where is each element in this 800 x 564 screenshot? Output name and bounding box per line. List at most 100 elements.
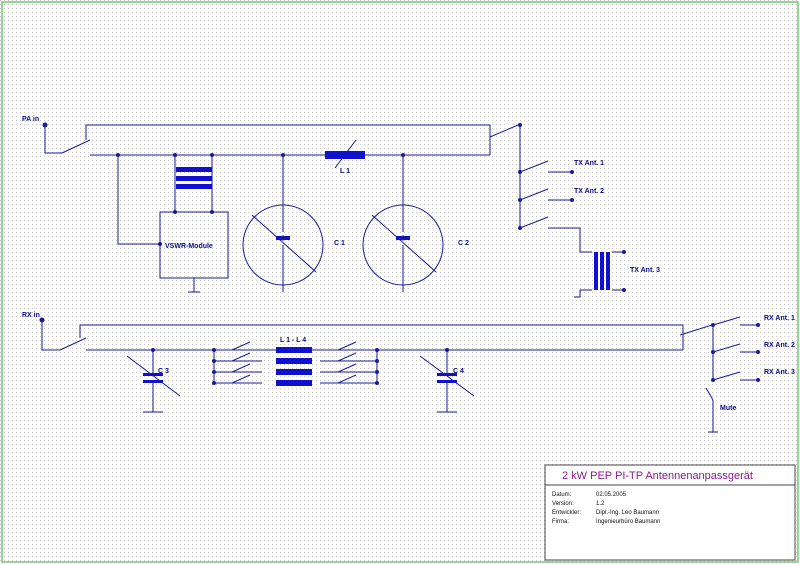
rx-ant-2-terminal — [756, 350, 760, 354]
developer-value: Dipl.-Ing. Leo Baumann — [596, 510, 659, 516]
node — [518, 226, 522, 230]
balun-ground-wire — [574, 289, 592, 298]
l-bank-contact — [231, 341, 251, 351]
node — [281, 153, 285, 157]
rx-switch-input — [59, 337, 87, 351]
rx-ant-3-switch — [712, 371, 741, 381]
c2-arrow — [371, 214, 437, 273]
company-value: Ingenieurbüro Baumann — [596, 519, 660, 525]
tx-ant-3-terminal — [622, 250, 626, 254]
tx-section — [42, 122, 624, 298]
l-bank-contact — [231, 352, 251, 362]
node — [375, 348, 379, 352]
node — [375, 381, 379, 385]
c3-plate-bottom — [143, 380, 163, 383]
c2-label: C 2 — [458, 240, 469, 247]
node — [401, 153, 405, 157]
l-bank-inductor-3 — [276, 369, 312, 375]
rx-ant-1-switch — [712, 316, 741, 326]
version-value: 1.2 — [596, 501, 605, 507]
node — [151, 348, 155, 352]
rx-ant-2-switch — [712, 343, 741, 353]
l-bank-contact — [337, 341, 357, 351]
l-bank-contact — [231, 363, 251, 373]
pa-in-wire — [44, 125, 62, 154]
vswr-coupler-bar-2 — [176, 176, 212, 181]
c1-label: C 1 — [334, 240, 345, 247]
rx-in-label: RX in — [22, 312, 40, 319]
title-block-frame — [544, 464, 796, 561]
mute-switch — [705, 387, 714, 401]
rx-nodes — [151, 323, 760, 385]
balun-core-mid — [600, 252, 604, 290]
node — [173, 210, 177, 214]
tx-ant-3-terminal-ground — [622, 288, 626, 292]
tx-nodes — [116, 123, 626, 292]
tx-ant-2-label: TX Ant. 2 — [574, 188, 604, 195]
tx-ant-1-label: TX Ant. 1 — [574, 160, 604, 167]
c3-plate-top — [143, 373, 163, 376]
rx-ant-3-terminal — [756, 378, 760, 382]
balun-core-left — [594, 252, 598, 290]
rx-ant-3-label: RX Ant. 3 — [764, 369, 795, 376]
l-bank-inductor-1 — [276, 347, 312, 353]
component-labels: PA in RX in TX Ant. 1 TX Ant. 2 TX Ant. … — [22, 116, 795, 412]
l1-inductor — [325, 151, 365, 159]
rx-components — [143, 347, 457, 386]
version-label: Version: — [552, 501, 574, 507]
node — [212, 381, 216, 385]
node — [212, 348, 216, 352]
rx-ant-1-label: RX Ant. 1 — [764, 315, 795, 322]
l1-label: L 1 — [340, 168, 350, 175]
l1-l4-label: L 1 - L 4 — [280, 337, 306, 344]
bypass-switch-input — [61, 139, 91, 154]
node — [400, 235, 406, 241]
node — [445, 348, 449, 352]
pa-in-label: PA in — [22, 116, 39, 123]
date-label: Datum: — [552, 492, 572, 498]
node — [518, 123, 522, 127]
vswr-sense-wire — [117, 155, 160, 245]
l-bank-contact — [337, 352, 357, 362]
c1-arrow — [251, 214, 317, 273]
tx-ant-1-switch — [519, 160, 549, 173]
vswr-coupler-bar-3 — [176, 184, 212, 189]
mute-label: Mute — [720, 405, 736, 412]
vswr-input-node — [158, 242, 162, 246]
rx-in-wire — [41, 320, 60, 351]
rx-section — [39, 316, 758, 433]
l-bank-inductor-4 — [276, 380, 312, 386]
vswr-module-label: VSWR-Module — [165, 243, 213, 250]
node — [173, 153, 177, 157]
node — [280, 235, 286, 241]
l-bank-contact — [337, 374, 357, 384]
rx-switch-output — [679, 324, 713, 336]
c4-plate-top — [437, 373, 457, 376]
c4-label: C 4 — [453, 368, 464, 375]
node — [212, 370, 216, 374]
tx-ant-2-switch — [519, 188, 549, 201]
node — [518, 170, 522, 174]
rx-ant-1-terminal — [756, 323, 760, 327]
company-label: Firma: — [552, 519, 569, 525]
node — [375, 359, 379, 363]
node — [210, 153, 214, 157]
rx-bypass-wire — [79, 324, 684, 350]
title-block: 2 kW PEP PI-TP Antennenanpassgerät Datum… — [544, 464, 796, 561]
bypass-wire — [85, 124, 491, 155]
node — [518, 198, 522, 202]
title-block-title: 2 kW PEP PI-TP Antennenanpassgerät — [562, 470, 753, 482]
node — [375, 370, 379, 374]
l-bank-inductor-2 — [276, 358, 312, 364]
tx-ant-2-terminal — [570, 198, 574, 202]
c4-plate-bottom — [437, 380, 457, 383]
tx-ant-3-label: TX Ant. 3 — [630, 267, 660, 274]
l-bank-contact — [337, 363, 357, 373]
node — [711, 323, 715, 327]
node — [212, 359, 216, 363]
rx-ant-2-label: RX Ant. 2 — [764, 342, 795, 349]
balun-core-right — [606, 252, 610, 290]
tx-ant-1-terminal — [570, 170, 574, 174]
